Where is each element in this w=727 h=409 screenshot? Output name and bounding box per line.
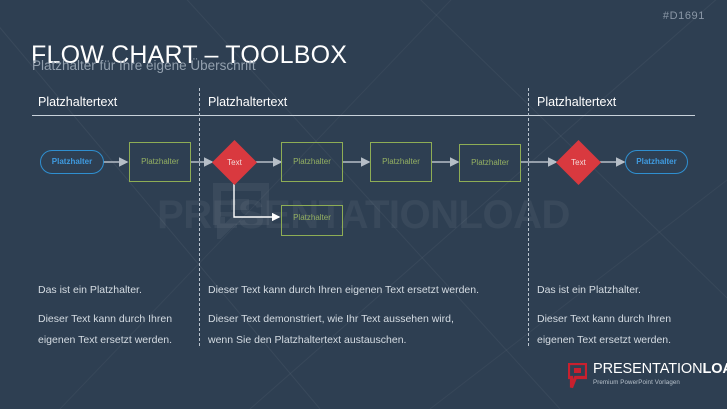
description-left-p2-line2: eigenen Text ersetzt werden. [38,333,173,346]
logo-name-bold: LOAD [702,361,727,377]
description-left-p1: Das ist ein Platzhalter. [38,284,142,296]
description-middle-p2-line2: wenn Sie den Platzhaltertext austauschen… [208,333,407,346]
description-left: Das ist ein Platzhalter. Dieser Text kan… [38,280,188,350]
flow-node-label: Platzhalter [141,156,179,166]
header-divider-rule [32,115,695,116]
description-left-p2: Dieser Text kann durch Ihren eigenen Tex… [38,309,188,350]
page-title: FLOW CHART – TOOLBOX [31,40,348,69]
description-middle-p2-line1: Dieser Text demonstriert, wie Ihr Text a… [208,313,454,326]
description-right-p1: Das ist ein Platzhalter. [537,284,641,296]
flow-node-decision-2[interactable]: Text [556,140,601,185]
flow-node-process-2[interactable]: Platzhalter [281,142,343,182]
flow-node-label: Platzhalter [382,156,420,166]
presentationload-logo: PRESENTATIONLOAD® Premium PowerPoint Vor… [568,362,727,389]
logo-text-block: PRESENTATIONLOAD® Premium PowerPoint Vor… [593,362,727,386]
flow-node-start-capsule[interactable]: Platzhalter [40,150,104,174]
column-divider-left [199,88,200,346]
page-subtitle: Platzhalter für Ihre eigene Überschrift [32,58,256,73]
logo-wordmark: PRESENTATIONLOAD® [593,362,727,377]
flow-node-process-3[interactable]: Platzhalter [370,142,432,182]
description-right-p2: Dieser Text kann durch Ihren eigenen Tex… [537,309,692,350]
flow-node-label: Platzhalter [471,157,509,167]
speech-bubble-logo-icon [568,363,587,389]
description-left-p2-line1: Dieser Text kann durch Ihren [38,313,173,326]
flow-node-process-4[interactable]: Platzhalter [459,144,521,182]
column-header-right: Platzhaltertext [537,95,617,109]
description-middle-p1: Dieser Text kann durch Ihren eigenen Tex… [208,284,480,296]
description-middle: Dieser Text kann durch Ihren eigenen Tex… [208,280,518,350]
description-middle-p2: Dieser Text demonstriert, wie Ihr Text a… [208,309,518,350]
description-right-p2-line2: eigenen Text ersetzt werden. [537,333,672,346]
description-right: Das ist ein Platzhalter. Dieser Text kan… [537,280,692,350]
column-divider-right [528,88,529,346]
flow-node-label: Platzhalter [51,156,93,166]
diamond-shape-icon [212,140,257,185]
flow-node-end-capsule[interactable]: Platzhalter [625,150,688,174]
flow-node-label: Platzhalter [293,213,331,222]
document-id: #D1691 [662,10,705,22]
flow-node-process-1[interactable]: Platzhalter [129,142,191,182]
logo-tagline: Premium PowerPoint Vorlagen [593,378,680,386]
flow-node-decision-1[interactable]: Text [212,140,257,185]
flow-node-label: Platzhalter [293,156,331,166]
column-header-left: Platzhaltertext [38,95,118,109]
logo-name-light: PRESENTATION [593,361,703,377]
description-right-p2-line1: Dieser Text kann durch Ihren [537,313,672,326]
column-header-middle: Platzhaltertext [208,95,288,109]
diamond-shape-icon [556,140,601,185]
flow-node-branch[interactable]: Platzhalter [281,205,343,236]
flow-node-label: Platzhalter [636,156,677,166]
